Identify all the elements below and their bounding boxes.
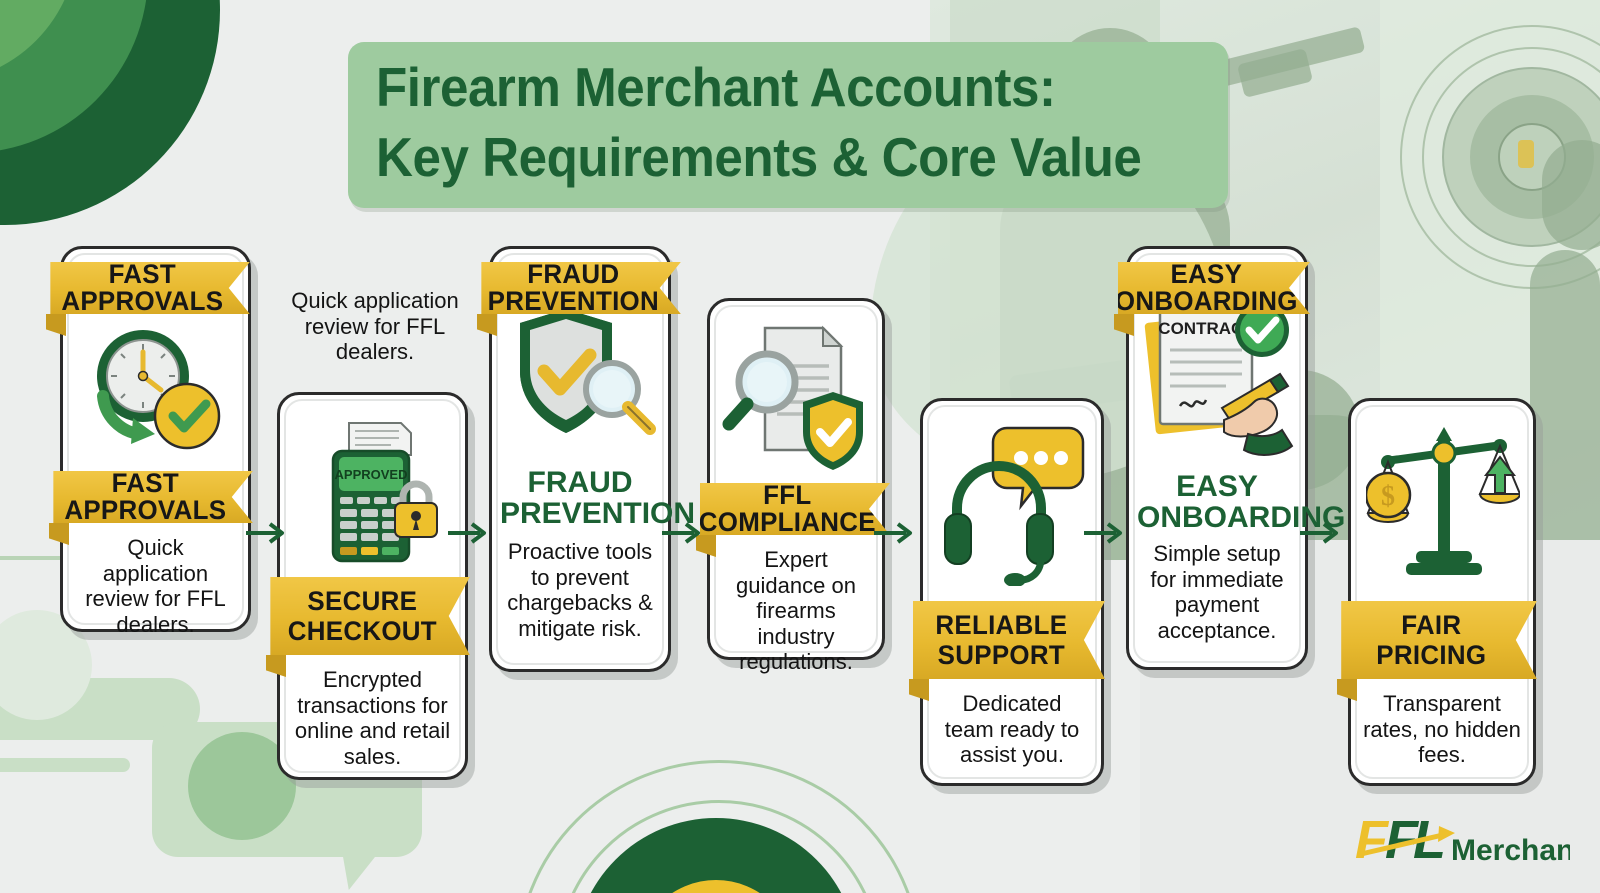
card-description-fast-approvals: Quick application review for FFL dealers…: [85, 535, 226, 637]
arrow-6-7: [1300, 522, 1338, 544]
card-reliable-support[interactable]: RELIABLE SUPPORT Dedicated team ready to…: [909, 398, 1104, 786]
contract-signature-icon: CONTRACT: [1135, 293, 1299, 459]
banner-label-top: FAST APPROVALS: [61, 259, 224, 316]
card-description-fraud-prevention: Proactive tools to prevent chargebacks &…: [507, 539, 653, 641]
arrow-1-2: [246, 522, 284, 544]
bg-ring-mid-topleft: [0, 0, 148, 153]
card-description-secure-checkout: Encrypted transactions for online and re…: [294, 667, 451, 769]
bg-target-yellow: [636, 880, 796, 893]
banner-label: FFL COMPLIANCE: [698, 480, 876, 537]
floating-note-quick-application: Quick application review for FFL dealers…: [291, 288, 459, 364]
card-banner-reliable-support: RELIABLE SUPPORT: [913, 601, 1105, 679]
bg-target-green: [574, 818, 858, 893]
card-description-fair-pricing: Transparent rates, no hidden fees.: [1363, 691, 1521, 767]
card-secure-checkout[interactable]: APPROVED: [266, 392, 468, 780]
bg-ring-outer-topleft: [0, 0, 220, 225]
card-description-ffl-compliance: Expert guidance on firearms industry reg…: [736, 547, 856, 674]
card-banner-easy-onboarding-top: EASY ONBOARDING: [1118, 262, 1310, 314]
bg-ring-core-topleft: [0, 0, 2, 7]
card-description-reliable-support: Dedicated team ready to assist you.: [944, 691, 1080, 767]
page-title: Firearm Merchant Accounts: Key Requireme…: [348, 42, 1228, 208]
logo-word: Merchant: [1451, 834, 1570, 867]
clock-check-icon: [77, 313, 234, 463]
arrow-5-6: [1084, 522, 1122, 544]
bg-ring-inner-topleft: [0, 0, 78, 83]
svg-text:$: $: [1381, 481, 1395, 512]
card-banner-ffl-compliance: FFL COMPLIANCE: [700, 483, 890, 535]
pos-screen-label: APPROVED: [335, 467, 408, 482]
card-banner-secure-checkout: SECURE CHECKOUT: [270, 577, 470, 655]
bg-bar-left: [0, 758, 130, 772]
card-fraud-prevention[interactable]: FRAUD PREVENTION Proactive tools to prev…: [489, 246, 696, 672]
card-banner-fast-approvals-bottom: FAST APPROVALS: [53, 471, 253, 523]
bg-pill-left: [0, 678, 200, 740]
page-title-line2: Key Requirements & Core Value: [376, 126, 1142, 188]
card-ffl-compliance[interactable]: FFL COMPLIANCE Expert guidance on firear…: [696, 298, 885, 674]
banner-label: FAST APPROVALS: [64, 468, 227, 525]
banner-label: SECURE CHECKOUT: [287, 586, 437, 646]
document-magnifier-shield-icon: [720, 319, 872, 471]
pos-terminal-lock-icon: APPROVED: [298, 415, 450, 583]
card-fair-pricing[interactable]: $ FAIR PRICING Transparent rates, no hid…: [1337, 398, 1536, 786]
banner-label: RELIABLE SUPPORT: [935, 610, 1068, 670]
balance-scale-icon: $: [1365, 419, 1521, 583]
card-description-easy-onboarding: Simple setup for immediate payment accep…: [1150, 541, 1284, 643]
bg-target-outline-2: [556, 800, 882, 893]
page-title-line1: Firearm Merchant Accounts:: [376, 56, 1056, 118]
card-banner-fast-approvals-top: FAST APPROVALS: [50, 262, 250, 314]
arrow-2-3: [448, 522, 486, 544]
arrow-4-5: [874, 522, 912, 544]
banner-label-top: FRAUD PREVENTION: [487, 259, 660, 316]
card-banner-fair-pricing: FAIR PRICING: [1341, 601, 1537, 679]
card-heading-easy-onboarding: EASY ONBOARDING: [1137, 470, 1346, 534]
shield-magnifier-icon: [500, 297, 660, 457]
brand-logo[interactable]: F F L Merchant: [1355, 810, 1584, 875]
banner-label-top: EASY ONBOARDING: [1114, 259, 1298, 316]
headset-chat-icon: [937, 417, 1089, 587]
card-heading-fraud-prevention: FRAUD PREVENTION: [500, 466, 696, 530]
bg-speech-bubble-tail: [338, 828, 398, 890]
arrow-3-4: [662, 522, 700, 544]
banner-label: FAIR PRICING: [1376, 610, 1487, 670]
bg-target-outline-3: [516, 760, 922, 893]
card-banner-fraud-prevention-top: FRAUD PREVENTION: [481, 262, 681, 314]
